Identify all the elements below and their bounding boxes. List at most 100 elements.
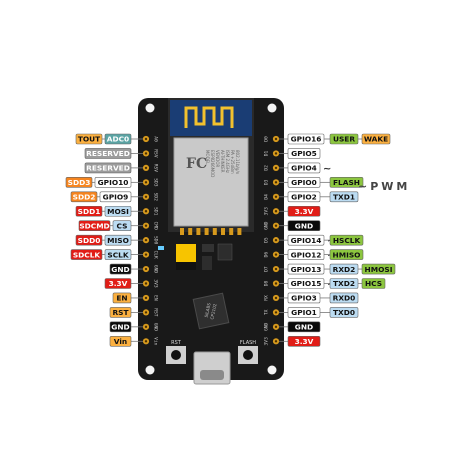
left-tag-sclk: SCLK xyxy=(104,249,132,260)
right-gpio-gnd-text: GND xyxy=(295,221,313,230)
right-gpio-gpio4-text: GPIO4 xyxy=(291,164,317,173)
left-tag-vin: Vin xyxy=(109,335,132,347)
pwm-legend: ~PWM xyxy=(358,180,410,193)
right-pin-hole-10 xyxy=(274,282,278,285)
flash-button[interactable]: FLASH xyxy=(238,340,258,364)
right-gpio-gpio5: GPIO5 xyxy=(287,148,321,159)
right-tag-hsclk-text: HSCLK xyxy=(333,236,361,245)
left-tag-sdd3: SDD3 xyxy=(65,177,93,188)
module-pad-5 xyxy=(221,228,225,235)
right-gpio-gnd-box xyxy=(287,321,321,333)
flash-button-label: FLASH xyxy=(240,340,256,346)
right-gpio-gpio1: GPIO1 xyxy=(287,307,321,318)
right-tag-txd0: TXD0 xyxy=(329,307,359,318)
right-gpio-gpio14-text: GPIO14 xyxy=(291,236,322,245)
left-tag-gpio10: GPIO10 xyxy=(94,177,132,188)
right-pin-hole-5 xyxy=(274,210,278,213)
right-gpio-gpio15: GPIO15 xyxy=(287,278,325,289)
right-gpio-gpio2: GPIO2 xyxy=(287,191,321,203)
right-tag-rxd0-box xyxy=(329,292,359,304)
left-pin-hole-3 xyxy=(144,181,148,184)
mount-hole-tl xyxy=(145,103,155,113)
left-tag-mosi-text: MOSI xyxy=(107,207,129,216)
left-pin-label-cmd: CMD xyxy=(152,222,158,231)
left-tag-sdd1-text: SDD1 xyxy=(78,207,101,216)
micro-usb-port[interactable] xyxy=(193,351,231,385)
right-gpio-gpio13: GPIO13 xyxy=(287,263,325,275)
left-pin-label-clk: CLK xyxy=(152,250,158,259)
right-tag-user-text: USER xyxy=(333,135,355,144)
right-pin-label-d8: D8 xyxy=(264,281,270,287)
left-tag-3-3v-box xyxy=(104,278,132,289)
left-tag-cs-text: CS xyxy=(117,221,128,230)
antenna-area xyxy=(170,100,252,136)
left-tag-sdd1: SDD1 xyxy=(75,205,103,217)
left-tag-reserved-text: RESERVED xyxy=(86,149,130,158)
left-tag-sdd1-box xyxy=(75,205,103,217)
chip-line-1: CP2102 xyxy=(209,303,217,320)
right-gpio-3-3v-text: 3.3V xyxy=(295,207,314,216)
right-gpio-gnd: GND xyxy=(287,321,321,333)
module-line-6: 802.11b/g/n xyxy=(235,150,240,175)
right-tag-rxd0-text: RXD0 xyxy=(333,294,356,303)
right-gpio-gpio5-box xyxy=(287,148,321,159)
left-tag-rst-text: RST xyxy=(112,308,128,317)
left-tag-mosi: MOSI xyxy=(104,205,132,217)
left-pin-hole-13 xyxy=(144,325,148,329)
left-tag-reserved: RESERVED xyxy=(84,148,132,159)
left-tag-en-box xyxy=(112,292,132,304)
right-pin-hole-7 xyxy=(274,238,278,242)
right-tag-flash: FLASH xyxy=(329,177,364,188)
left-tag-cs: CS xyxy=(112,220,132,231)
left-pin-label-gnd: GND xyxy=(152,265,158,274)
left-tag-vin-box xyxy=(109,335,132,347)
right-pin-label-tx: TX xyxy=(264,309,270,315)
right-gpio-gpio4: GPIO4 xyxy=(287,162,321,174)
left-tag-gpio9: GPIO9 xyxy=(99,191,132,203)
module-line-1: ESP8266MOD xyxy=(210,150,215,177)
right-gpio-3-3v: 3.3V xyxy=(287,205,321,217)
left-pin-label-sd3: SD3 xyxy=(152,178,158,187)
right-tag-user: USER xyxy=(329,133,359,145)
right-gpio-3-3v-box xyxy=(287,335,321,347)
left-tag-adc0-text: ADC0 xyxy=(107,135,129,144)
right-tag-hmiso-box xyxy=(329,249,364,260)
left-tag-reserved-box xyxy=(84,148,132,159)
right-tag-txd1: TXD1 xyxy=(329,191,359,203)
right-tag-hsclk-box xyxy=(329,234,364,246)
right-pin-label-3v3: 3V3 xyxy=(264,207,270,216)
right-pin-label-3v3: 3V3 xyxy=(264,337,270,346)
right-tag-hmosi: HMOSI xyxy=(361,263,396,275)
right-tag-hcs-text: HCS xyxy=(365,279,382,288)
left-tag-adc0: ADC0 xyxy=(104,133,132,145)
module-pad-6 xyxy=(229,228,234,235)
right-pin-label-rx: RX xyxy=(264,295,270,301)
right-tag-hmiso: HMISO xyxy=(329,249,364,260)
left-tag-sclk-text: SCLK xyxy=(107,250,128,259)
left-pin-hole-7 xyxy=(144,238,148,242)
right-gpio-gpio0: GPIO0 xyxy=(287,177,321,188)
left-tag-tout: TOUT xyxy=(75,133,103,145)
smd-ic xyxy=(217,243,233,261)
right-tag-rxd2: RXD2 xyxy=(329,263,359,275)
right-tag-flash-box xyxy=(329,177,364,188)
right-pin-hole-0 xyxy=(274,137,278,141)
usb-opening[interactable] xyxy=(200,370,224,380)
flash-button-cap[interactable] xyxy=(243,350,253,360)
right-pin-label-d7: D7 xyxy=(264,266,270,272)
rst-button-cap[interactable] xyxy=(171,350,181,360)
left-tag-3-3v: 3.3V xyxy=(104,278,132,289)
right-tag-rxd2-text: RXD2 xyxy=(333,265,356,274)
left-tag-sdd3-text: SDD3 xyxy=(68,178,91,187)
left-tag-sdd0-box xyxy=(75,234,103,246)
right-gpio-gpio15-text: GPIO15 xyxy=(291,279,322,288)
chip-line-0: SILABS xyxy=(204,302,212,318)
right-pin-hole-2 xyxy=(274,166,278,170)
left-tag-en: EN xyxy=(112,292,132,304)
rst-button[interactable]: RST xyxy=(166,340,186,364)
left-pin-hole-1 xyxy=(144,152,148,155)
right-pin-hole-14 xyxy=(274,340,278,343)
